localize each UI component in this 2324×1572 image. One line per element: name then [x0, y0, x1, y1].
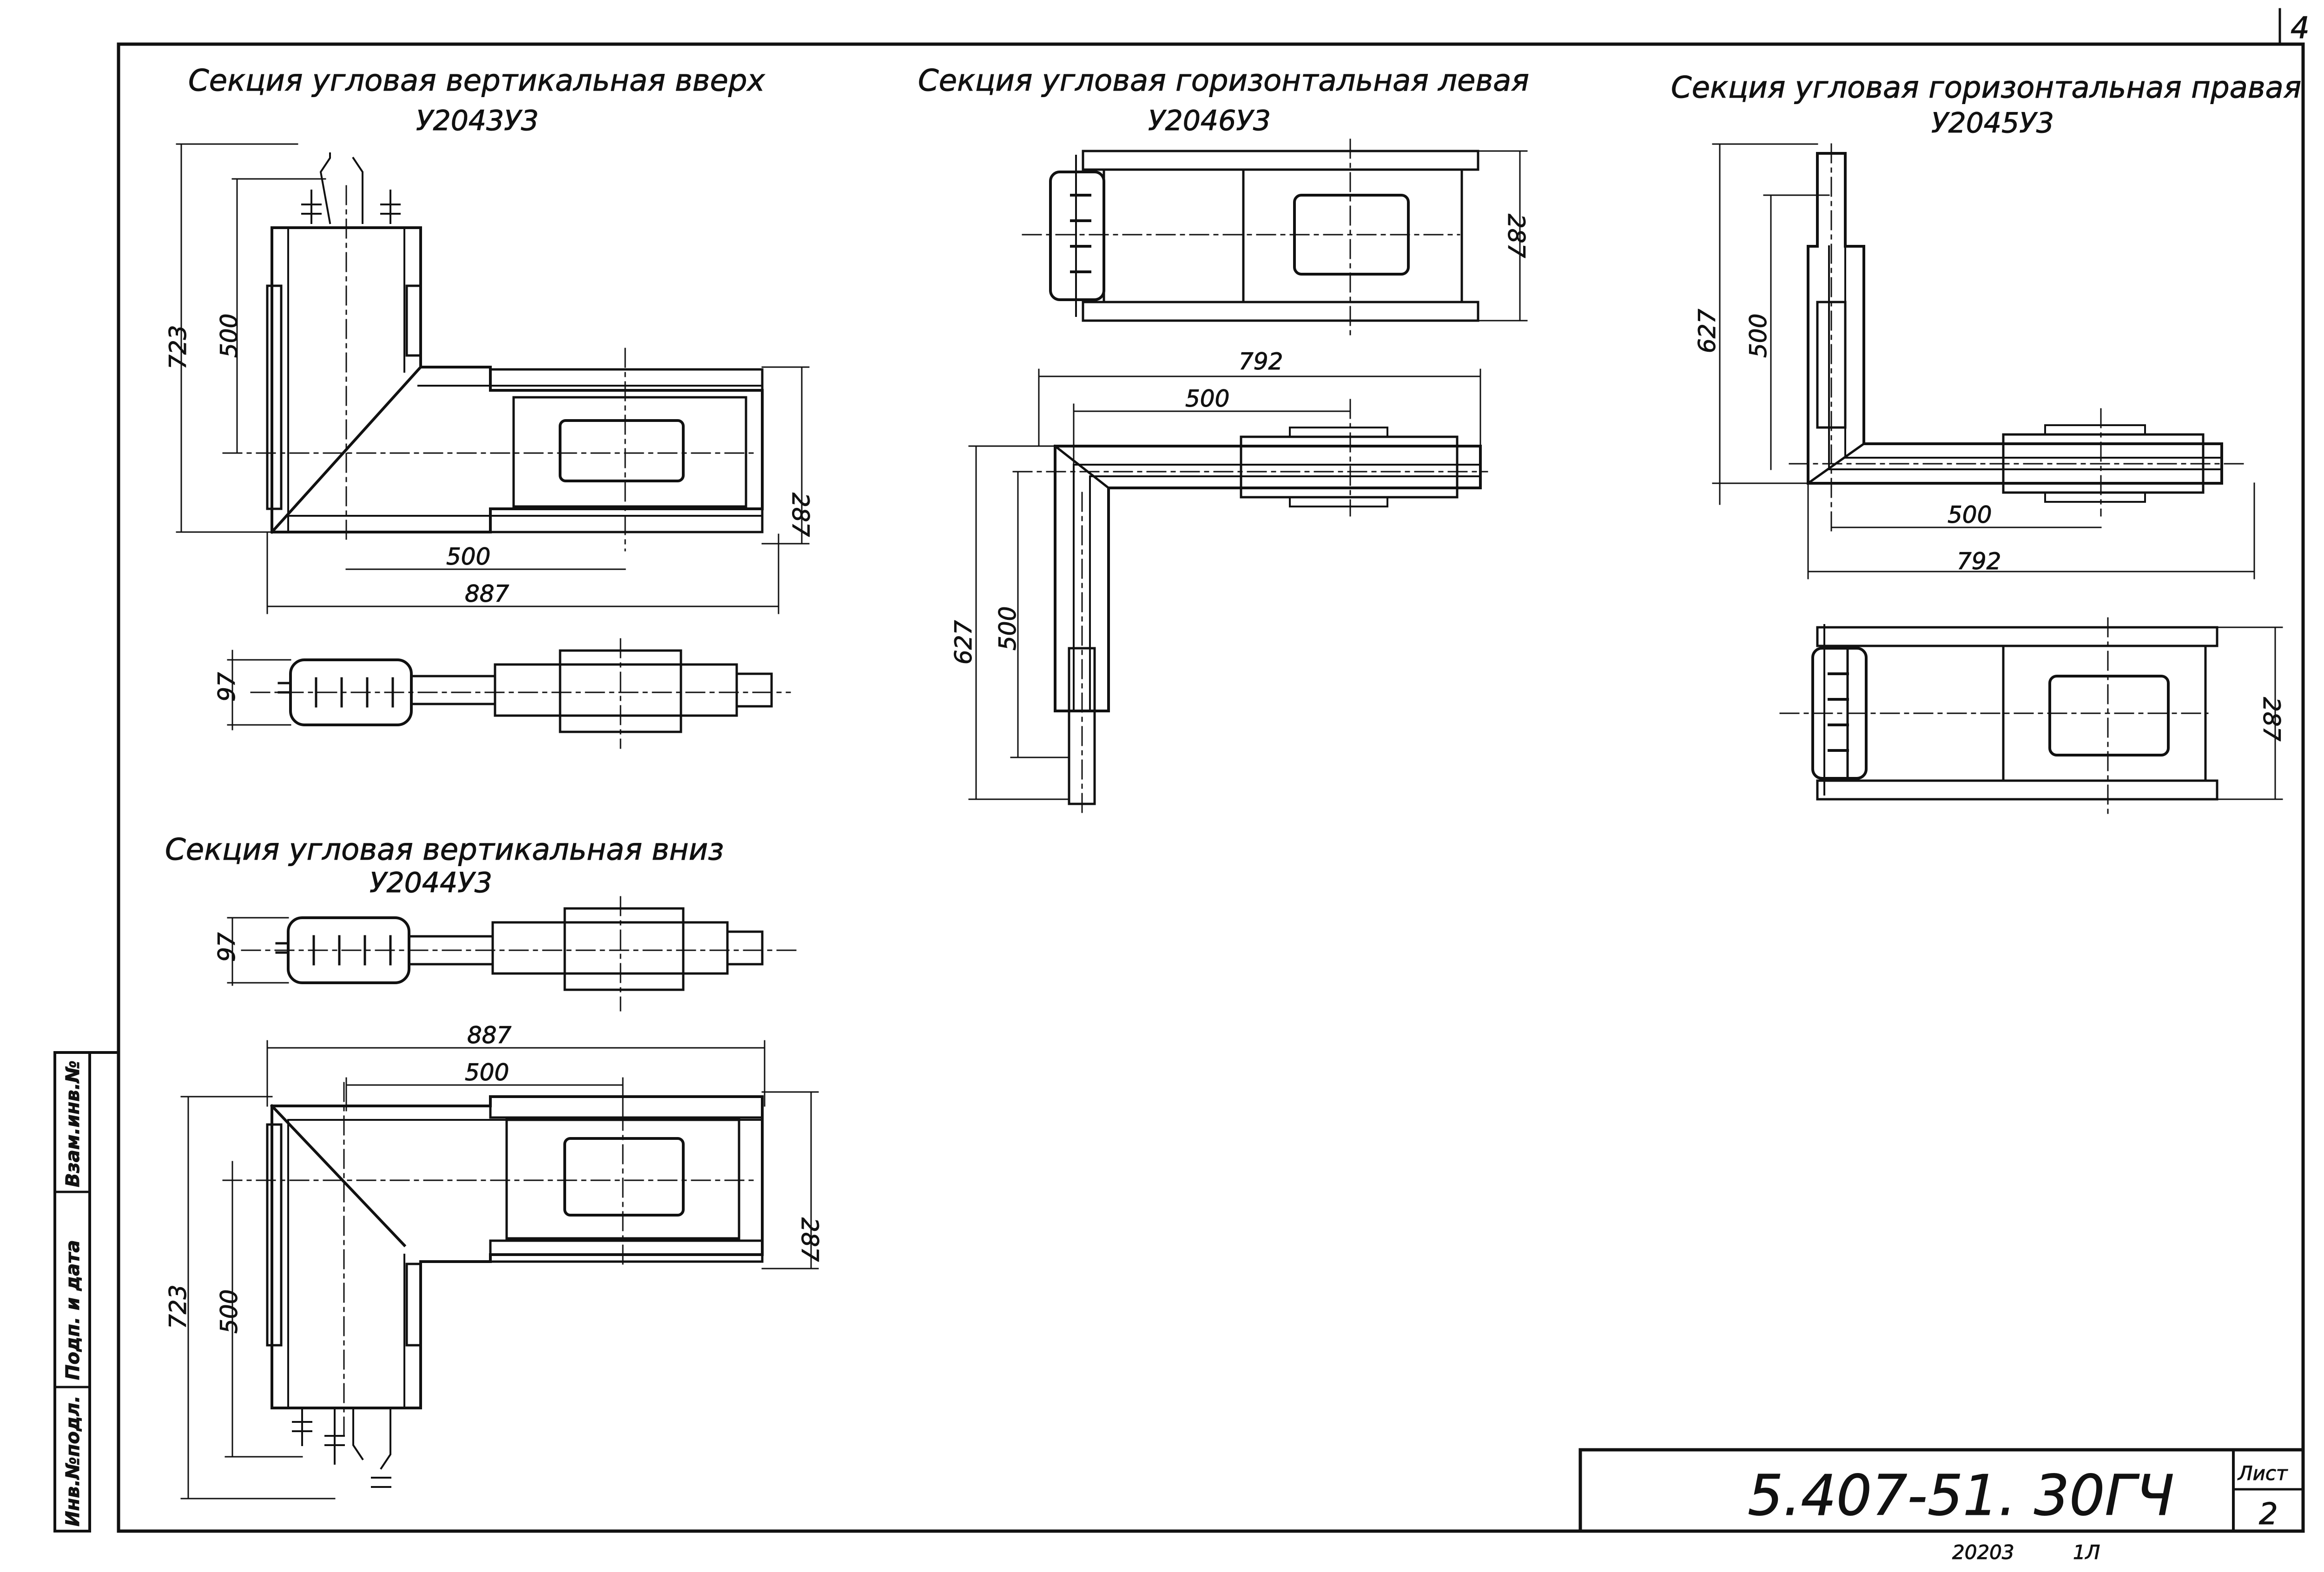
side-elevation — [227, 638, 791, 749]
dimensions — [180, 1091, 819, 1500]
view-title: Секция угловая горизонтальная левая — [918, 64, 1529, 98]
dim-w-inner: 500 — [1185, 385, 1229, 412]
dimensions — [1712, 143, 2255, 579]
dim-side-h: 97 — [213, 672, 240, 702]
dim-h-inner: 500 — [1745, 314, 1772, 358]
sheet-value: 2 — [2259, 1497, 2278, 1532]
view-code: У2044У3 — [370, 867, 492, 899]
dim-w-inner: 500 — [446, 543, 490, 570]
plan-view — [1012, 399, 1488, 814]
dim-side-h: 97 — [213, 932, 240, 962]
dim-right: 287 — [787, 493, 814, 537]
stamp-field-vzam-inv: Взам.инв.№ — [62, 1060, 84, 1187]
view-horizontal-right: Секция угловая горизонтальная правая У20… — [1671, 71, 2302, 814]
sheet-frame: 4 — [117, 8, 2310, 1533]
corner-section-plan — [222, 152, 764, 552]
title-block: 5.407-51. 30ГЧ Лист 2 20203 1Л — [1578, 1448, 2305, 1564]
dim-top-h: 287 — [1503, 214, 1530, 258]
dim-h-total: 627 — [1694, 309, 1721, 353]
sheet-mark: 4 — [2291, 11, 2310, 46]
dimensions — [176, 143, 810, 614]
bottom-view — [1779, 617, 2283, 814]
dim-w-total: 887 — [467, 1022, 512, 1049]
dim-h-total: 723 — [165, 325, 191, 369]
view-code: У2045У3 — [1931, 107, 2054, 139]
dim-h-total: 723 — [165, 1285, 191, 1329]
drawing-designation: 5.407-51. 30ГЧ — [1748, 1464, 2174, 1528]
dim-w-total: 887 — [465, 580, 509, 607]
view-code: У2043У3 — [416, 105, 539, 137]
view-title: Секция угловая вертикальная вверх — [188, 64, 766, 98]
view-vertical-down: Секция угловая вертикальная вниз У2044У3… — [165, 833, 824, 1500]
dim-w-inner: 500 — [465, 1059, 509, 1086]
view-title: Секция угловая вертикальная вниз — [165, 833, 724, 867]
view-horizontal-left: Секция угловая горизонтальная левая У204… — [918, 64, 1530, 814]
dim-w-inner: 500 — [1948, 501, 1992, 528]
footer-format: 1Л — [2073, 1541, 2100, 1564]
stamp-field-inv-podl: Инв.№подл. — [62, 1395, 84, 1526]
side-elevation — [227, 896, 800, 1012]
dim-w-total: 792 — [1957, 548, 2001, 575]
dim-h-total: 627 — [950, 620, 977, 664]
dim-right: 287 — [796, 1217, 823, 1262]
dim-bottom-h: 287 — [2258, 697, 2285, 742]
stamp-field-podp-data: Подп. и дата — [62, 1240, 84, 1380]
top-view — [1022, 138, 1528, 335]
plan-view — [1789, 143, 2246, 535]
corner-section-plan — [222, 1077, 764, 1488]
dim-h-inner: 500 — [216, 1289, 243, 1334]
dimensions-top — [266, 1040, 766, 1112]
dimensions — [968, 368, 1481, 800]
dim-w-total: 792 — [1239, 348, 1283, 375]
footer-code: 20203 — [1952, 1541, 2014, 1564]
dim-h-inner: 500 — [216, 314, 243, 358]
side-stamp: Инв.№подл. Подп. и дата Взам.инв.№ — [53, 1051, 120, 1533]
view-code: У2046У3 — [1148, 105, 1271, 137]
dim-h-inner: 500 — [994, 606, 1021, 651]
view-title: Секция угловая горизонтальная правая — [1671, 71, 2301, 105]
view-vertical-up: Секция угловая вертикальная вверх У2043У… — [165, 64, 814, 749]
sheet-label: Лист — [2237, 1462, 2288, 1485]
